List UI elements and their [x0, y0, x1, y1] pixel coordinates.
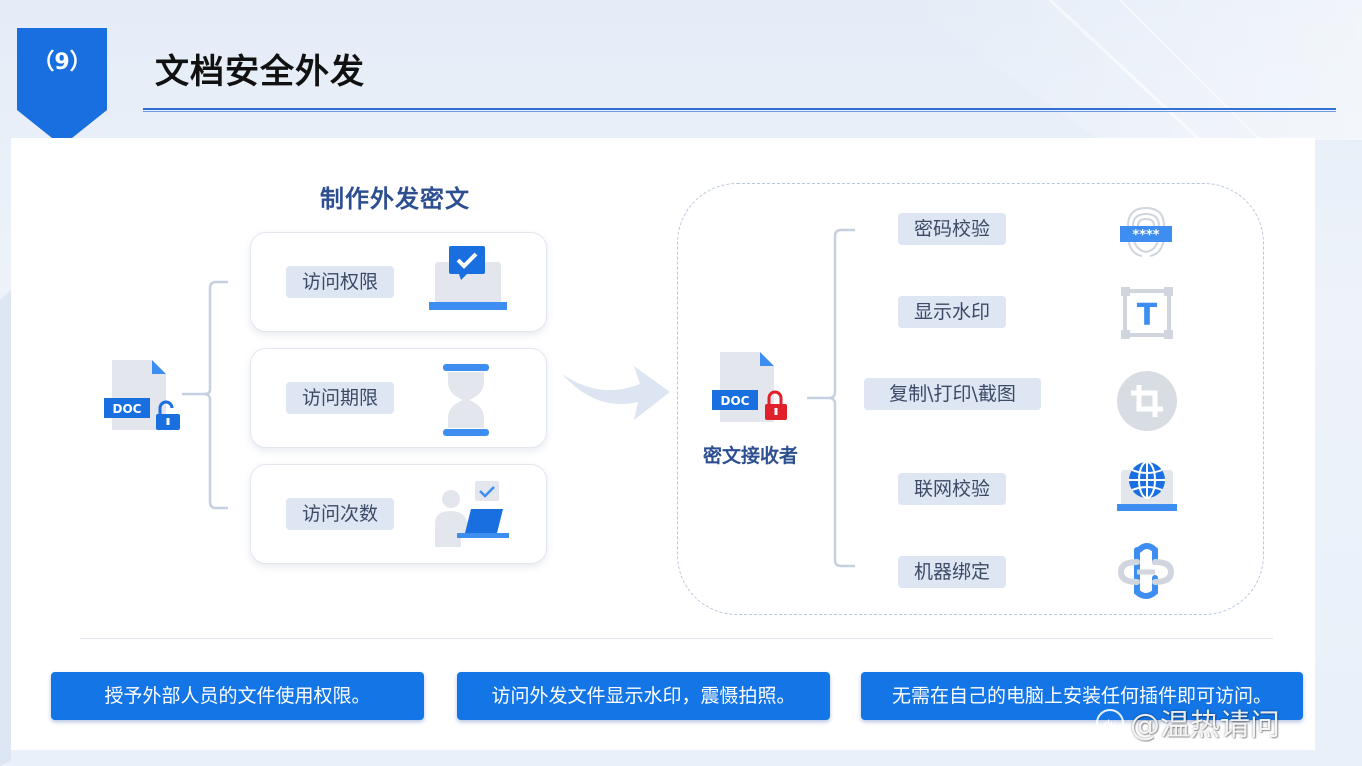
user-at-laptop-icon — [435, 481, 509, 547]
section-title-make-cipher: 制作外发密文 — [320, 185, 470, 213]
watermark-text: @温热请问 — [1130, 708, 1280, 743]
doc-unlocked-icon: DOC — [104, 360, 180, 430]
crop-icon — [1117, 371, 1177, 431]
card-access-count: 访问次数 — [250, 464, 547, 564]
arrow-right-icon — [562, 366, 670, 420]
divider-line — [80, 638, 1273, 639]
receiver-dashed-box — [677, 183, 1264, 615]
card-access-permission: 访问权限 — [250, 232, 547, 332]
fingerprint-password-icon: **** — [1120, 206, 1172, 257]
watermark-logo-text: du — [1104, 719, 1117, 730]
receiver-label: 密文接收者 — [703, 445, 799, 467]
benefit-no-plugin-button[interactable]: 无需在自己的电脑上安装任何插件即可访问。 — [861, 672, 1303, 720]
hourglass-icon — [443, 364, 489, 436]
benefit-watermark-button[interactable]: 访问外发文件显示水印，震慑拍照。 — [457, 672, 830, 720]
doc-locked-icon: DOC — [712, 352, 787, 422]
left-bracket — [182, 280, 228, 510]
password-mask: **** — [1132, 228, 1159, 243]
chain-link-icon — [1117, 543, 1175, 599]
content-panel — [11, 138, 1315, 750]
feature-copy-print-screenshot: 复制\打印\截图 — [864, 378, 1041, 410]
right-bracket — [807, 228, 855, 568]
laptop-check-icon — [429, 246, 507, 310]
watermark-glyph: T — [1137, 298, 1158, 333]
watermark-logo-icon: du — [1096, 709, 1124, 737]
title-underline — [143, 108, 1336, 112]
card-access-period: 访问期限 — [250, 348, 547, 448]
feature-machine-binding: 机器绑定 — [898, 556, 1006, 588]
page-title: 文档安全外发 — [155, 52, 365, 92]
doc-label: DOC — [721, 394, 750, 408]
section-number-badge — [17, 28, 107, 146]
feature-show-watermark: 显示水印 — [898, 296, 1006, 328]
feature-online-check: 联网校验 — [898, 473, 1006, 505]
section-number: （9） — [32, 50, 92, 75]
feature-password-check: 密码校验 — [898, 213, 1006, 245]
card-label: 访问权限 — [286, 266, 394, 298]
text-watermark-icon: T — [1121, 287, 1173, 339]
globe-laptop-icon — [1117, 461, 1177, 511]
card-label: 访问次数 — [286, 498, 394, 530]
doc-label: DOC — [113, 402, 142, 416]
card-label: 访问期限 — [286, 382, 394, 414]
benefit-permission-button[interactable]: 授予外部人员的文件使用权限。 — [51, 672, 424, 720]
